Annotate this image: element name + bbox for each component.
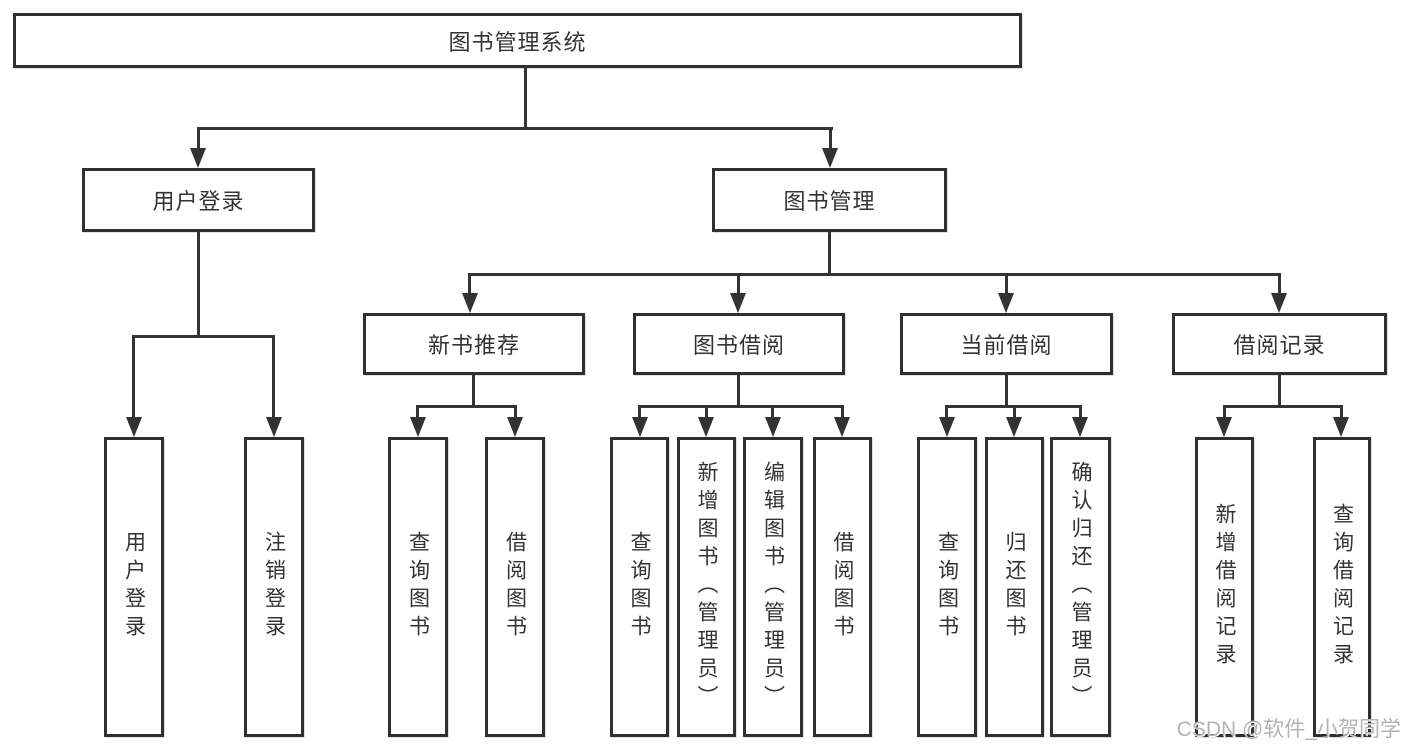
node-label: 新增借阅记录 [1213,503,1236,671]
connector-line [514,405,517,419]
connector-line [705,405,708,419]
connector-line [945,405,948,419]
connector-line [468,273,471,295]
arrow-down-icon [834,417,850,437]
leaf-edit-book-admin: 编辑图书（管理员） [743,437,803,737]
arrow-down-icon [1333,417,1349,437]
node-label: 用户登录 [152,189,245,214]
node-label: 借阅图书 [503,531,527,643]
leaf-query-books-current: 查询图书 [917,437,977,737]
arrow-down-icon [266,417,282,437]
leaf-add-borrow-record: 新增借阅记录 [1195,437,1254,737]
node-label: 查询图书 [406,531,430,643]
connector-line [737,375,740,408]
connector-line [841,405,844,419]
node-new-book-recommendation: 新书推荐 [363,313,585,375]
node-label: 图书借阅 [692,333,785,358]
node-label: 新增图书（管理员） [695,461,718,713]
arrow-down-icon [1216,417,1232,437]
node-user-login: 用户登录 [82,168,315,232]
arrow-down-icon [822,148,838,168]
arrow-down-icon [765,417,781,437]
node-library-system: 图书管理系统 [13,13,1022,68]
arrow-down-icon [1271,293,1287,313]
leaf-user-login: 用户登录 [104,437,164,737]
connector-line [472,375,475,408]
arrow-down-icon [507,417,523,437]
arrow-down-icon [126,417,142,437]
leaf-logout: 注销登录 [244,437,304,737]
connector-line [828,232,831,276]
node-book-borrowing: 图书借阅 [633,313,845,375]
connector-line [1013,405,1016,419]
connector-line [416,405,419,419]
connector-line [468,273,1281,276]
leaf-borrow-books-recommend: 借阅图书 [485,437,545,737]
node-label: 查询图书 [935,531,959,643]
node-label: 归还图书 [1003,531,1026,643]
connector-line [197,127,200,150]
connector-line [1223,405,1226,419]
node-book-management: 图书管理 [712,168,947,232]
connector-line [1005,273,1008,295]
leaf-query-borrow-record: 查询借阅记录 [1313,437,1371,737]
connector-line [1079,405,1082,419]
connector-line [638,405,641,419]
leaf-query-books-borrow: 查询图书 [610,437,669,737]
connector-line [416,405,517,408]
node-label: 借阅记录 [1233,333,1326,358]
node-label: 新书推荐 [427,333,520,358]
arrow-down-icon [190,148,206,168]
leaf-query-books-recommend: 查询图书 [388,437,448,737]
leaf-borrow-books: 借阅图书 [813,437,872,737]
connector-line [1278,273,1281,295]
arrow-down-icon [698,417,714,437]
connector-line [829,127,832,150]
connector-line [197,127,833,130]
node-label: 查询借阅记录 [1330,503,1354,671]
connector-line [771,405,774,419]
connector-line [524,68,527,130]
arrow-down-icon [998,293,1014,313]
connector-line [638,405,844,408]
connector-line [132,335,135,419]
leaf-return-books: 归还图书 [985,437,1044,737]
node-label: 用户登录 [122,531,146,643]
connector-line [1223,405,1343,408]
watermark-text: CSDN @软件_小贺同学 [1176,718,1401,741]
connector-line [197,232,200,338]
arrow-down-icon [462,293,478,313]
arrow-down-icon [730,293,746,313]
connector-line [132,335,275,338]
connector-line [1278,375,1281,408]
node-label: 注销登录 [262,531,286,643]
leaf-confirm-return-admin: 确认归还（管理员） [1050,437,1111,737]
leaf-add-book-admin: 新增图书（管理员） [677,437,736,737]
node-label: 图书管理 [783,189,876,214]
node-current-borrowing: 当前借阅 [900,313,1113,375]
node-label: 查询图书 [628,531,651,643]
node-label: 编辑图书（管理员） [761,461,785,713]
node-label: 借阅图书 [831,531,854,643]
node-label: 图书管理系统 [448,29,587,55]
arrow-down-icon [1006,417,1022,437]
node-label: 确认归还（管理员） [1069,461,1092,713]
arrow-down-icon [632,417,648,437]
connector-line [272,335,275,419]
arrow-down-icon [1072,417,1088,437]
connector-line [1005,375,1008,408]
arrow-down-icon [939,417,955,437]
node-borrowing-records: 借阅记录 [1172,313,1387,375]
arrow-down-icon [410,417,426,437]
connector-line [1340,405,1343,419]
node-label: 当前借阅 [960,333,1053,358]
connector-line [737,273,740,295]
